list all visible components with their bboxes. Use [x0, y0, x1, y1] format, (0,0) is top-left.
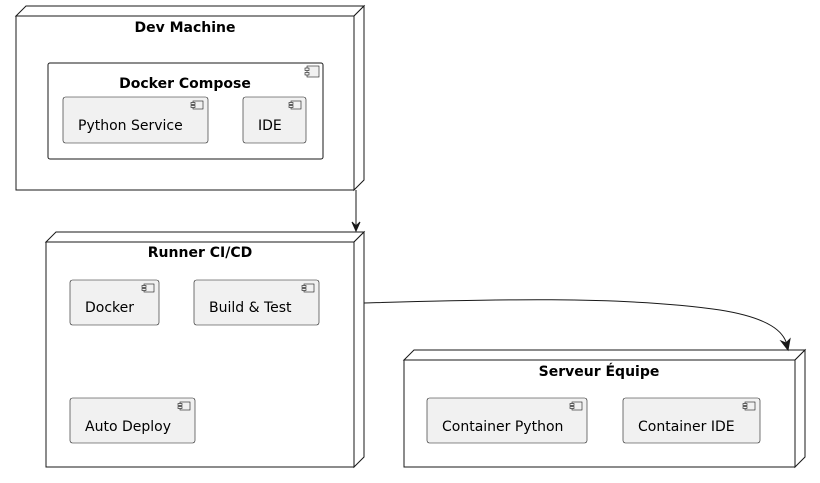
component-label: IDE — [258, 118, 282, 134]
component-container-ide: Container IDE — [622, 397, 761, 444]
component-icon — [301, 283, 315, 293]
node-3d-side — [353, 4, 365, 192]
frame-title: Docker Compose — [119, 76, 251, 92]
node-serveur-equipe: Serveur Équipe Container Python Containe… — [402, 348, 807, 469]
component-build-test: Build & Test — [193, 279, 320, 326]
component-icon — [569, 401, 583, 411]
node-3d-side — [353, 230, 365, 469]
edge-runner-to-server — [363, 299, 791, 352]
node-dev-machine: Dev Machine Docker Compose Python Servic… — [14, 4, 366, 192]
node-runner-cicd: Runner CI/CD Docker Build & Test — [44, 230, 366, 469]
component-ide: IDE — [242, 96, 307, 144]
arrowhead — [779, 337, 791, 352]
component-icon — [177, 401, 191, 411]
component-label: Auto Deploy — [85, 419, 171, 435]
component-label: Container Python — [442, 419, 563, 435]
component-label: Container IDE — [638, 419, 735, 435]
node-title: Runner CI/CD — [148, 245, 252, 261]
node-3d-top — [402, 349, 807, 361]
component-icon — [742, 401, 756, 411]
edge-dev-to-runner — [351, 190, 361, 233]
node-3d-top — [44, 231, 366, 243]
node-title: Serveur Équipe — [539, 363, 660, 380]
component-label: Python Service — [78, 118, 183, 134]
node-title: Dev Machine — [134, 20, 235, 36]
frame-docker-compose: Docker Compose Python Service IDE — [47, 62, 324, 160]
component-icon — [304, 65, 320, 78]
component-python-service: Python Service — [62, 96, 209, 144]
node-3d-side — [794, 348, 806, 469]
component-docker: Docker — [69, 279, 160, 326]
component-auto-deploy: Auto Deploy — [69, 397, 196, 444]
component-container-python: Container Python — [426, 397, 588, 444]
node-3d-top — [14, 5, 366, 17]
arrowhead — [351, 221, 361, 233]
component-icon — [190, 100, 204, 110]
component-label: Build & Test — [209, 300, 292, 316]
edge-line — [363, 299, 788, 346]
component-label: Docker — [85, 300, 134, 316]
component-icon — [288, 100, 302, 110]
component-icon — [141, 283, 155, 293]
